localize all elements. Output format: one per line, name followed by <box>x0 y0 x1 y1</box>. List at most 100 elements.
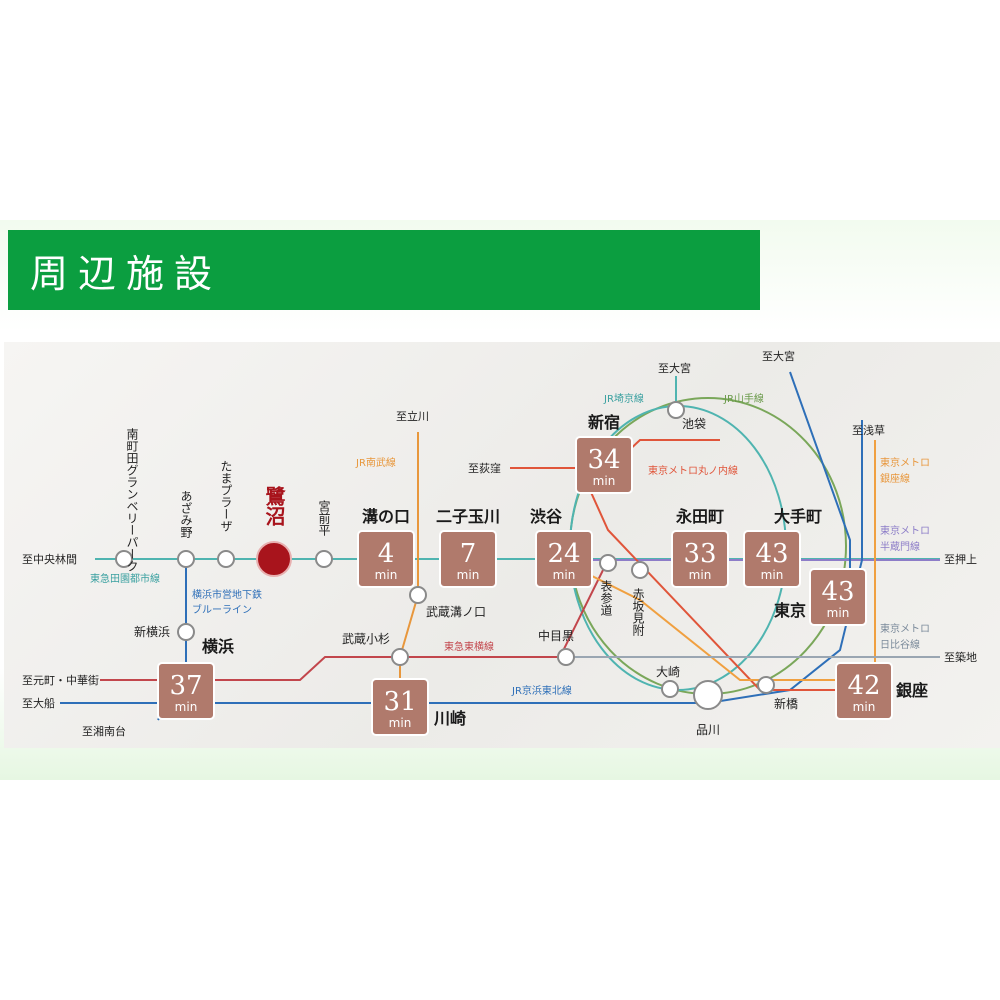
station-label-shibuya: 渋谷 <box>530 507 563 526</box>
station-label-miyamaedaira: 宮前平 <box>317 499 331 536</box>
time-unit: min <box>175 700 198 714</box>
dest-asakusa: 至浅草 <box>852 424 885 437</box>
dest-shonandai: 至湘南台 <box>82 724 126 738</box>
time-box-futakotamagawa: 7 min <box>439 530 497 588</box>
line-label-saikyo: JR埼京線 <box>603 392 644 405</box>
time-value: 34 <box>587 445 620 475</box>
station-label-shinbashi: 新橋 <box>774 696 798 711</box>
header-bar <box>8 230 760 310</box>
station-dot-osaki <box>661 680 679 698</box>
station-dot-azamino <box>177 550 195 568</box>
dest-ogikubo: 至荻窪 <box>468 461 501 475</box>
station-dot-nakameguro <box>557 648 575 666</box>
station-label-musashimizonokuchi: 武蔵溝ノ口 <box>426 605 486 619</box>
station-label-nagatacho: 永田町 <box>675 507 724 526</box>
time-box-nagatacho: 33 min <box>671 530 729 588</box>
station-label-omotesando: 表参道 <box>599 580 613 616</box>
station-label-kawasaki: 川崎 <box>433 709 466 728</box>
dest-omiya-1: 至大宮 <box>658 361 691 375</box>
station-label-tokyo: 東京 <box>774 601 806 620</box>
dest-tsukiji: 至築地 <box>944 650 977 664</box>
time-box-tokyo: 43 min <box>809 568 867 626</box>
toyoko-line <box>100 559 609 681</box>
station-dot-musashikosugi <box>391 648 409 666</box>
page-title: 周辺施設 <box>30 252 223 296</box>
station-label-shinyokohama: 新横浜 <box>134 624 170 639</box>
time-unit: min <box>827 606 850 620</box>
time-box-mizonokuchi: 4 min <box>357 530 415 588</box>
time-box-shibuya: 24 min <box>535 530 593 588</box>
station-dot-omotesando <box>599 554 617 572</box>
line-label-yamanote: JR山手線 <box>723 392 764 405</box>
station-label-azamino: あざみ野 <box>179 490 193 538</box>
line-label-keihintohoku: JR京浜東北線 <box>511 684 572 697</box>
time-unit: min <box>553 568 576 582</box>
time-unit: min <box>593 474 616 488</box>
station-dot-miyamaedaira <box>315 550 333 568</box>
time-value: 42 <box>847 671 880 701</box>
time-unit: min <box>689 568 712 582</box>
station-label-osaki: 大崎 <box>656 665 680 679</box>
time-value: 33 <box>683 539 716 569</box>
home-station-marker <box>256 541 292 577</box>
line-label-denentoshi: 東急田園都市線 <box>90 572 160 585</box>
station-label-yokohama: 横浜 <box>202 637 234 656</box>
line-label-toyoko: 東急東横線 <box>444 640 494 653</box>
ginza-line <box>559 440 876 681</box>
station-label-ikebukuro: 池袋 <box>682 417 706 431</box>
time-box-ginza: 42 min <box>835 662 893 720</box>
station-label-shinjuku: 新宿 <box>588 413 620 432</box>
line-label-nambu: JR南武線 <box>355 456 396 469</box>
time-box-kawasaki: 31 min <box>371 678 429 736</box>
time-unit: min <box>761 568 784 582</box>
time-box-yokohama: 37 min <box>157 662 215 720</box>
time-value: 37 <box>169 671 202 701</box>
station-dot-shinagawa <box>693 680 723 710</box>
station-label-tamaplaza: たまプラーザ <box>219 460 233 532</box>
station-label-minamimachida: 南町田グランベリーパーク <box>125 427 139 572</box>
station-dot-musashimizonokuchi <box>409 586 427 604</box>
line-label-blueline-2: ブルーライン <box>192 603 252 616</box>
line-label-hibiya-2: 日比谷線 <box>880 638 920 651</box>
dest-oshiage: 至押上 <box>944 552 977 566</box>
station-dot-akasakamitsuke <box>631 561 649 579</box>
line-label-marunouchi: 東京メトロ丸ノ内線 <box>648 464 738 477</box>
line-label-blueline-1: 横浜市営地下鉄 <box>192 588 262 601</box>
line-label-hanzomon-1: 東京メトロ <box>880 524 930 537</box>
time-unit: min <box>389 716 412 730</box>
nambu-line <box>399 432 419 685</box>
station-label-otemachi: 大手町 <box>774 507 822 526</box>
station-label-ginza: 銀座 <box>896 681 928 700</box>
line-label-hanzomon-2: 半蔵門線 <box>880 540 920 553</box>
station-label-futakotamagawa: 二子玉川 <box>436 507 500 526</box>
time-value: 4 <box>378 539 395 569</box>
time-value: 24 <box>547 539 580 569</box>
time-unit: min <box>375 568 398 582</box>
time-box-shinjuku: 34 min <box>575 436 633 494</box>
station-label-shinagawa: 品川 <box>696 723 720 737</box>
station-label-musashikosugi: 武蔵小杉 <box>342 632 390 646</box>
dest-tachikawa: 至立川 <box>396 409 429 423</box>
station-dot-shinyokohama <box>177 623 195 641</box>
station-label-akasakamitsuke: 赤坂見附 <box>631 588 645 636</box>
station-dot-tamaplaza <box>217 550 235 568</box>
station-dot-shinbashi <box>757 676 775 694</box>
station-label-mizonokuchi: 溝の口 <box>362 507 410 526</box>
station-dot-ikebukuro <box>667 401 685 419</box>
dest-motomachi: 至元町・中華街 <box>22 673 99 687</box>
line-label-ginza-2: 銀座線 <box>880 472 910 485</box>
marunouchi-line <box>510 467 860 691</box>
line-label-ginza-1: 東京メトロ <box>880 456 930 469</box>
time-unit: min <box>457 568 480 582</box>
line-label-hibiya-1: 東京メトロ <box>880 622 930 635</box>
time-value: 7 <box>460 539 477 569</box>
home-station-label: 鷺沼 <box>262 485 286 526</box>
time-box-otemachi: 43 min <box>743 530 801 588</box>
time-value: 43 <box>821 577 854 607</box>
time-value: 31 <box>383 687 416 717</box>
station-dot-minamimachida <box>115 550 133 568</box>
time-unit: min <box>853 700 876 714</box>
station-label-nakameguro: 中目黒 <box>538 628 574 643</box>
time-value: 43 <box>755 539 788 569</box>
